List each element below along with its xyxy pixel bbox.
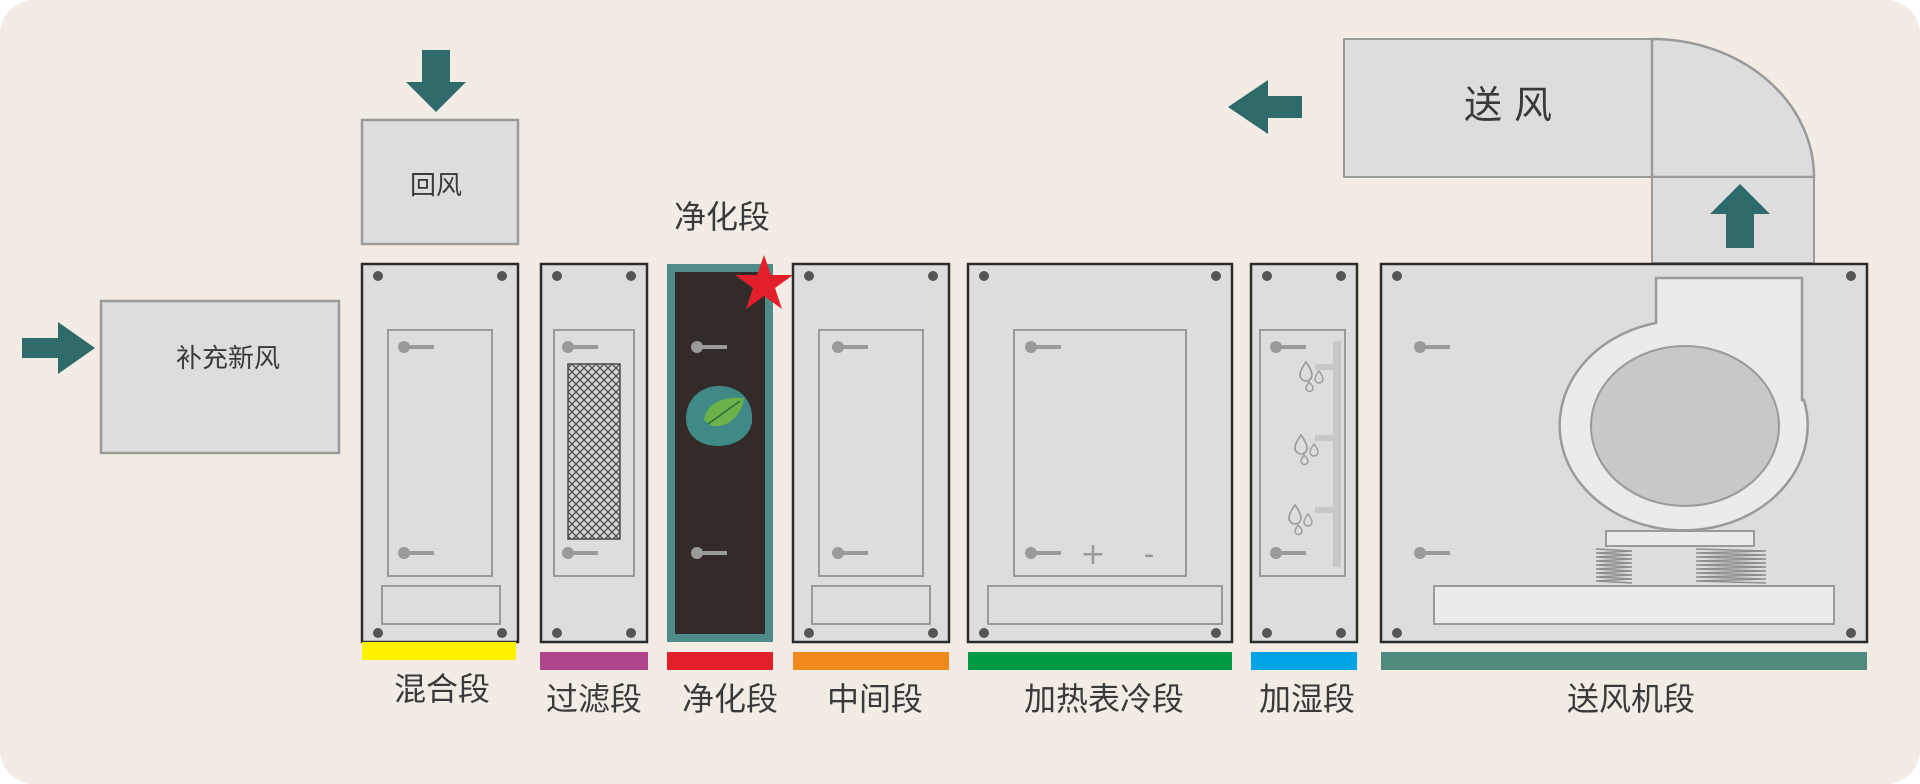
- section-label: 混合段: [394, 670, 490, 708]
- section-bars: [362, 642, 1867, 670]
- vibration-spring-right: [1695, 548, 1767, 584]
- screw-icon: [804, 628, 814, 638]
- duct-elbow: [1650, 37, 1816, 179]
- section-label: 加热表冷段: [1024, 680, 1184, 718]
- screw-icon: [1392, 628, 1402, 638]
- intermediate-drain-pan: [811, 585, 931, 625]
- screw-icon: [552, 271, 562, 281]
- screw-icon: [1846, 271, 1856, 281]
- return-air-label: 回风: [410, 171, 462, 201]
- humidifier-pipe: [1333, 341, 1341, 567]
- coil-door: [1013, 329, 1187, 577]
- section-label: 中间段: [827, 680, 923, 718]
- fan-section: [1379, 262, 1869, 644]
- section-color-bar: [968, 652, 1232, 670]
- coil-drain-pan: [987, 585, 1223, 625]
- fan-up-arrow-icon: [1710, 184, 1770, 248]
- vibration-spring-left: [1595, 548, 1633, 584]
- heating-cooling-section: + -: [966, 262, 1234, 644]
- screw-icon: [497, 628, 507, 638]
- screw-icon: [1262, 628, 1272, 638]
- section-label: 过滤段: [546, 680, 642, 718]
- leaf-logo-icon: [686, 386, 752, 446]
- screw-icon: [928, 628, 938, 638]
- filter-section: [539, 262, 649, 644]
- section-color-bar: [667, 652, 773, 670]
- section-label: 加湿段: [1259, 680, 1355, 718]
- humidifier-door: [1259, 329, 1346, 577]
- screw-icon: [804, 271, 814, 281]
- screw-icon: [1336, 271, 1346, 281]
- minus-sign: -: [1144, 537, 1155, 572]
- screw-icon: [626, 628, 636, 638]
- section-color-bar: [362, 642, 516, 660]
- mixing-door: [387, 329, 493, 577]
- fan-base-plate: [1605, 530, 1755, 547]
- heating-cooling-panel: [966, 262, 1234, 644]
- humidifier-nozzle: [1315, 507, 1335, 513]
- screw-icon: [1211, 271, 1221, 281]
- purification-section: 净化段: [667, 198, 793, 642]
- filter-door: [553, 329, 635, 577]
- screw-icon: [1392, 271, 1402, 281]
- screw-icon: [979, 628, 989, 638]
- filter-mesh-icon: [567, 363, 621, 540]
- fresh-air-arrow-icon: [22, 322, 95, 374]
- intermediate-section: [791, 262, 951, 644]
- centrifugal-fan-icon: [1558, 276, 1809, 532]
- screw-icon: [552, 628, 562, 638]
- humidifier-nozzle: [1315, 435, 1335, 441]
- plus-sign: +: [1080, 537, 1105, 572]
- supply-air-arrow-icon: [1228, 80, 1302, 134]
- humidifying-section: [1249, 262, 1359, 644]
- screw-icon: [1846, 628, 1856, 638]
- supply-air-label: 送 风: [1464, 83, 1552, 127]
- screw-icon: [373, 628, 383, 638]
- section-color-bar: [1251, 652, 1357, 670]
- fan-base-frame: [1433, 585, 1835, 625]
- screw-icon: [497, 271, 507, 281]
- screw-icon: [1336, 628, 1346, 638]
- section-color-bar: [793, 652, 949, 670]
- mixing-section: [360, 262, 520, 644]
- screw-icon: [626, 271, 636, 281]
- section-label: 净化段: [682, 680, 778, 718]
- star-icon: [735, 255, 793, 309]
- fresh-air-label: 补充新风: [176, 344, 280, 374]
- screw-icon: [373, 271, 383, 281]
- fresh-air-box: [99, 299, 341, 455]
- screw-icon: [928, 271, 938, 281]
- humidifier-nozzle: [1315, 364, 1335, 370]
- section-label: 送风机段: [1567, 680, 1695, 718]
- panel-screws: [373, 271, 1856, 638]
- screw-icon: [979, 271, 989, 281]
- purification-panel: [675, 272, 765, 634]
- intermediate-door: [818, 329, 924, 577]
- section-labels: 混合段 过滤段 净化段 中间段 加热表冷段 加湿段 送风机段: [394, 670, 1695, 718]
- return-air-arrow-icon: [406, 50, 466, 112]
- screw-icon: [1262, 271, 1272, 281]
- purification-callout-label: 净化段: [674, 198, 770, 236]
- screw-icon: [1211, 628, 1221, 638]
- section-color-bar: [1381, 652, 1867, 670]
- return-air-box: [360, 118, 520, 246]
- mixing-drain-pan: [381, 585, 501, 625]
- section-color-bar: [540, 652, 648, 670]
